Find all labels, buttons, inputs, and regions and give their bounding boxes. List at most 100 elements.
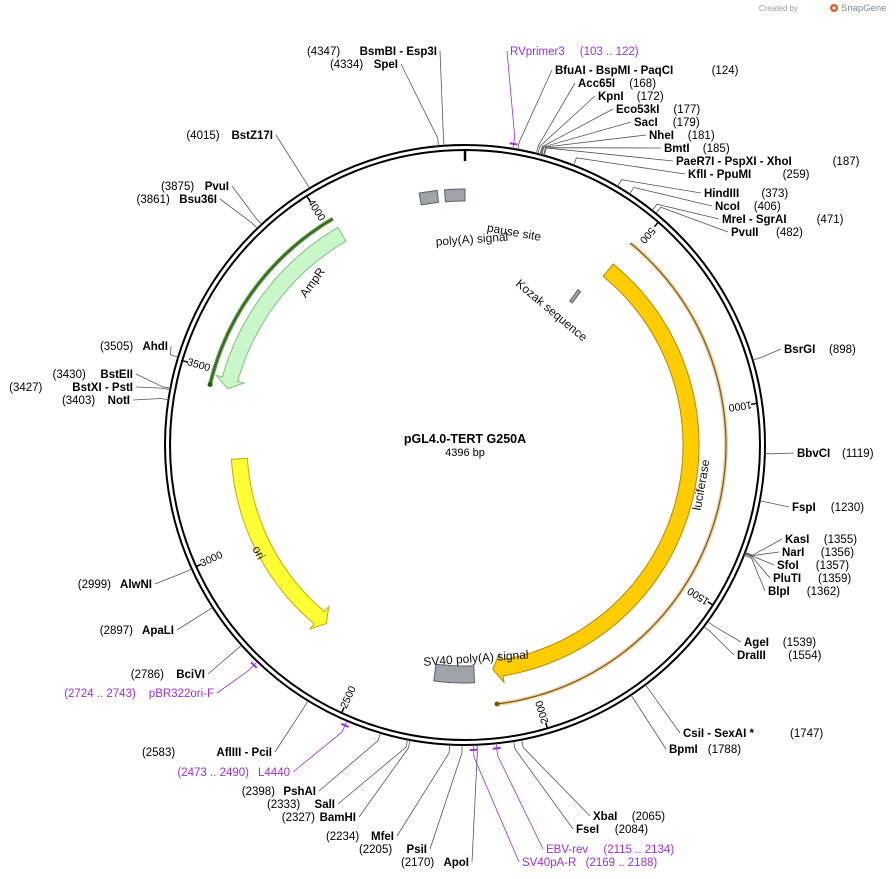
site-ncoi[interactable]: NcoI(406) — [715, 201, 781, 213]
site-ebvrev[interactable]: EBV-rev (2115 .. 2134) — [546, 844, 674, 856]
site-name: BstXI - PstI — [72, 382, 133, 394]
site-nhei[interactable]: NheI(181) — [649, 130, 715, 142]
site-pvui[interactable]: PvuI(3875) — [161, 181, 229, 193]
site-l4440[interactable]: L4440(2473 .. 2490) — [177, 767, 290, 779]
leader-line — [495, 743, 544, 850]
site-fsei[interactable]: FseI(2084) — [576, 824, 648, 836]
leader-line — [400, 63, 439, 147]
site-blpi[interactable]: BlpI(1362) — [768, 586, 840, 598]
tick-mark — [181, 359, 189, 364]
site-bmti[interactable]: BmtI(185) — [664, 143, 730, 155]
site-apali[interactable]: ApaLI(2897) — [100, 625, 174, 637]
site-bamhi[interactable]: BamHI(2327) — [282, 812, 356, 824]
site-name: PsiI — [407, 844, 427, 856]
tick-mark — [340, 707, 345, 715]
tick-mark — [751, 402, 759, 405]
leader-line — [517, 69, 553, 150]
site-position: (181) — [688, 130, 715, 142]
site-nari[interactable]: NarI(1356) — [782, 547, 854, 559]
site-pvuii[interactable]: PvuII(482) — [731, 227, 803, 239]
leader-line — [292, 720, 348, 773]
primer-site-mark — [340, 722, 349, 728]
site-name: AgeI — [744, 637, 769, 649]
leader-line — [521, 739, 591, 817]
site-position: (2473 .. 2490) — [177, 767, 249, 779]
site-acc65i[interactable]: Acc65I (168) — [578, 78, 656, 90]
site-alwni[interactable]: AlwNI(2999) — [78, 579, 152, 591]
site-pluti[interactable]: PluTI (1359) — [773, 573, 851, 585]
site-csii[interactable]: CsiI - SexAI *(1747) — [683, 728, 823, 740]
site-noti[interactable]: NotI(3403) — [62, 395, 130, 407]
site-rvprimer3[interactable]: RVprimer3(103 .. 122) — [510, 46, 639, 58]
feature-poly-a-signal[interactable]: poly(A) signal — [418, 189, 509, 249]
leader-line — [429, 744, 463, 850]
leader-line — [513, 740, 574, 830]
site-name: SV40pA-R — [522, 857, 576, 869]
leader-line — [216, 661, 258, 694]
site-mrei[interactable]: MreI - SgrAI(471) — [722, 214, 844, 226]
site-name: Acc65I — [578, 78, 615, 90]
site-bsu36i[interactable]: Bsu36I(3861) — [137, 194, 217, 206]
site-position: (103 .. 122) — [580, 46, 639, 58]
site-name: EBV-rev — [546, 844, 588, 856]
site-bsrgi[interactable]: BsrGI(898) — [784, 344, 856, 356]
feature-ampr[interactable]: AmpR — [207, 217, 347, 390]
site-bstz17i[interactable]: BstZ17I(4015) — [186, 130, 273, 142]
site-bcivi[interactable]: BciVI(2786) — [131, 669, 205, 681]
site-position: (1359) — [818, 573, 851, 585]
site-name: MfeI — [371, 831, 394, 843]
site-eco53ki[interactable]: Eco53kI(177) — [616, 104, 700, 116]
tick-label: 2000 — [533, 699, 551, 725]
leader-line — [573, 157, 686, 175]
primer-site-mark — [509, 142, 518, 146]
site-kasi[interactable]: KasI(1355) — [785, 534, 857, 546]
leader-line — [759, 500, 790, 508]
feature-ori[interactable]: ori — [230, 457, 330, 630]
site-position: (2115 .. 2134) — [603, 844, 674, 856]
site-bbvci[interactable]: BbvCI(1119) — [797, 448, 874, 460]
feature-highlight-tip — [494, 701, 500, 707]
site-bsteii[interactable]: BstEII(3430) — [53, 369, 133, 381]
credit-text: Created by — [759, 4, 798, 13]
site-kpni[interactable]: KpnI(172) — [598, 91, 664, 103]
leader-line — [743, 554, 766, 592]
site-name: Bsu36I — [179, 194, 217, 206]
site-bfuai[interactable]: BfuAI - BspMI - PaqCI(124) — [555, 65, 739, 77]
site-bstxi[interactable]: BstXI - PstI(3427) — [9, 382, 133, 394]
site-pbr322[interactable]: pBR322ori-F(2724 .. 2743) — [64, 688, 214, 700]
site-name: PluTI — [773, 573, 801, 585]
backbone-outer-ring — [164, 144, 766, 746]
site-position: (259) — [783, 169, 810, 181]
leader-line — [318, 732, 381, 792]
site-position: (2170) — [401, 857, 434, 869]
site-hindiii[interactable]: HindIII(373) — [704, 188, 788, 200]
site-ahdi[interactable]: AhdI(3505) — [100, 341, 168, 353]
site-bsmbi[interactable]: BsmBI - Esp3I(4347) — [307, 46, 437, 58]
site-fspi[interactable]: FspI(1230) — [792, 502, 864, 514]
site-sv40par[interactable]: SV40pA-R(2169 .. 2188) — [522, 857, 657, 869]
site-name: DraIII — [737, 650, 766, 662]
site-name: BciVI — [176, 669, 205, 681]
site-kfli[interactable]: KflI - PpuMI(259) — [688, 169, 810, 181]
site-position: (168) — [629, 78, 656, 90]
leader-line — [207, 644, 242, 675]
site-mfei[interactable]: MfeI(2234) — [326, 831, 394, 843]
site-apoi[interactable]: ApoI(2170) — [401, 857, 469, 869]
site-pshai[interactable]: PshAI(2398) — [242, 786, 316, 798]
site-bpmi[interactable]: BpmI(1788) — [669, 744, 741, 756]
site-xbai[interactable]: XbaI(2065) — [593, 811, 665, 823]
feature-luciferase[interactable]: luciferase — [492, 241, 729, 707]
site-sali[interactable]: SalI(2333) — [267, 799, 335, 811]
site-draiii[interactable]: DraIII (1554) — [737, 650, 822, 662]
site-psii[interactable]: PsiI(2205) — [359, 844, 427, 856]
site-afliii[interactable]: AflIII - PciI(2583) — [142, 747, 272, 759]
feature-kozak-sequence[interactable]: Kozak sequence — [513, 276, 590, 344]
site-paer7i[interactable]: PaeR7I - PspXI - XhoI(187) — [676, 156, 860, 168]
site-position: (1554) — [788, 650, 821, 662]
site-agei[interactable]: AgeI(1539) — [744, 637, 816, 649]
site-spei[interactable]: SpeI(4334) — [330, 59, 398, 71]
site-sfoi[interactable]: SfoI(1357) — [777, 560, 849, 572]
site-saci[interactable]: SacI(179) — [634, 117, 700, 129]
site-name: BsrGI — [784, 344, 815, 356]
